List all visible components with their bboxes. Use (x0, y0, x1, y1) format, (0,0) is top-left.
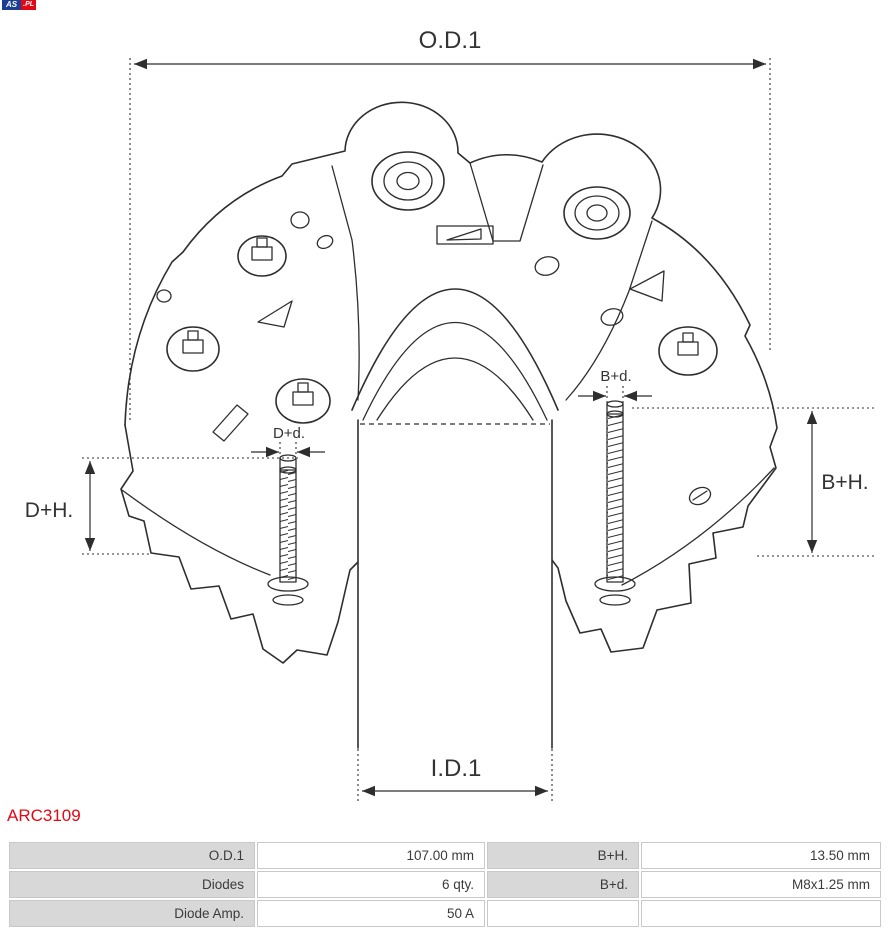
dd-label: D+d. (273, 425, 305, 442)
spec-label: B+d. (487, 871, 639, 898)
part-outline (120, 101, 778, 664)
brand-logo-pl: .PL (21, 0, 37, 10)
spec-value: 13.50 mm (641, 842, 881, 869)
table-row: O.D.1 107.00 mm B+H. 13.50 mm (9, 842, 881, 869)
dimension-od1: O.D.1 (129, 27, 771, 422)
dimension-bh: B+H. (632, 407, 877, 557)
part-number: ARC3109 (7, 806, 81, 825)
brand-logo: AS .PL (2, 0, 37, 10)
brand-logo-as: AS (2, 0, 22, 10)
spec-value-empty (487, 900, 639, 927)
spec-value-empty (641, 900, 881, 927)
spec-value: 6 qty. (257, 871, 485, 898)
dimension-id1: I.D.1 (357, 744, 553, 802)
id1-label: I.D.1 (431, 755, 482, 782)
bearing-bosses (371, 151, 631, 240)
mounting-bolt-left (267, 454, 309, 606)
spec-label: O.D.1 (9, 842, 255, 869)
technical-drawing: O.D.1 I.D.1 D+H. B+H. (25, 27, 877, 802)
dh-label: D+H. (25, 499, 73, 522)
diodes (166, 235, 718, 424)
bd-label: B+d. (600, 368, 631, 385)
dimension-dh: D+H. (25, 457, 298, 555)
spec-label: Diode Amp. (9, 900, 255, 927)
dimension-bd: B+d. (578, 368, 652, 404)
holes-and-marks (156, 211, 712, 506)
mounting-bolt-right (594, 400, 636, 606)
spec-table: O.D.1 107.00 mm B+H. 13.50 mm Diodes 6 q… (7, 840, 883, 929)
bh-label: B+H. (821, 471, 868, 494)
table-row: Diode Amp. 50 A (9, 900, 881, 927)
spec-value: M8x1.25 mm (641, 871, 881, 898)
od1-label: O.D.1 (419, 27, 482, 54)
spec-label: B+H. (487, 842, 639, 869)
spec-label: Diodes (9, 871, 255, 898)
center-tube (351, 288, 559, 756)
spec-value: 107.00 mm (257, 842, 485, 869)
spec-value: 50 A (257, 900, 485, 927)
dimension-dd: D+d. (251, 425, 325, 462)
table-row: Diodes 6 qty. B+d. M8x1.25 mm (9, 871, 881, 898)
